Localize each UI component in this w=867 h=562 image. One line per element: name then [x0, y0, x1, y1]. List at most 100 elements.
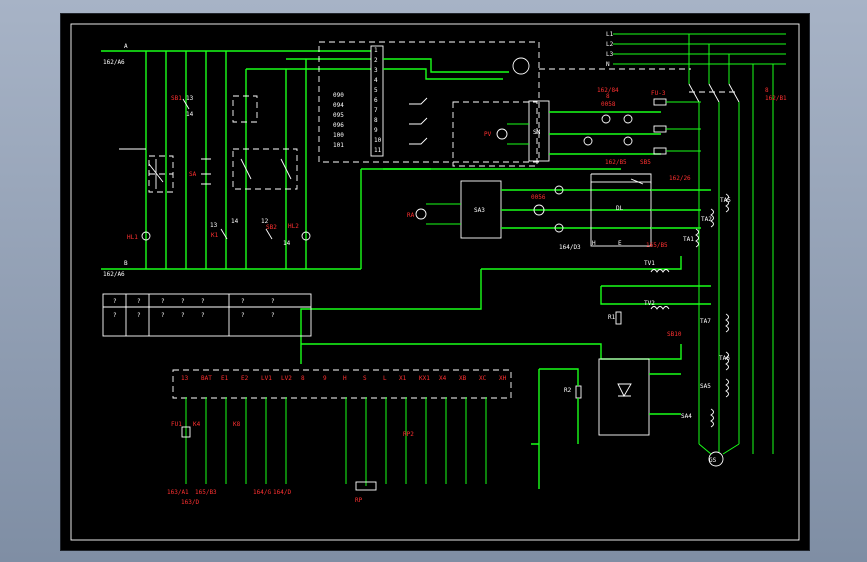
- mains-label-l2: L2: [606, 41, 614, 48]
- mains-lines: L1 L2 L3 N: [606, 31, 786, 454]
- table-cell: ?: [181, 312, 185, 319]
- label-tv1: TV1: [644, 260, 655, 267]
- terminal-number: 6: [374, 97, 378, 104]
- ref-162-b5: 162/B5: [605, 159, 627, 166]
- label-ta1: TA1: [683, 236, 694, 243]
- label-gs: GS: [709, 457, 717, 464]
- label-r1: R1: [608, 314, 616, 321]
- label-pv: PV: [484, 131, 492, 138]
- label-sb2: SB2: [266, 224, 277, 231]
- table-cell: ?: [137, 312, 141, 319]
- bus-label-a: A: [124, 43, 128, 50]
- bottom-terminal-right: S: [363, 375, 367, 382]
- bottom-terminal-right: XC: [479, 375, 487, 382]
- label-sb1: SB1: [171, 95, 182, 102]
- ref-sb5: SB5: [640, 159, 651, 166]
- bus-ref-top: 162/A6: [103, 59, 125, 66]
- bottom-terminal-right: X1: [399, 375, 407, 382]
- ref-162-84-n: 8: [606, 93, 610, 100]
- label-ra: RA: [407, 212, 415, 219]
- terminal-number: 4: [374, 77, 378, 84]
- label-ta2: TA2: [701, 216, 712, 223]
- ref-162-84: 162/84: [597, 87, 619, 94]
- bottom-terminal-left: E1: [221, 375, 229, 382]
- label-ta6: TA6: [719, 355, 730, 362]
- bus-ref-bottom: 162/A6: [103, 271, 125, 278]
- label-fu1: FU1: [171, 421, 182, 428]
- terminal-side-label: 090: [333, 92, 344, 99]
- legend-table: ??????????????: [102, 293, 312, 337]
- mains-label-l1: L1: [606, 31, 614, 38]
- bottom-terminal-left: BAT: [201, 375, 212, 382]
- terminal-side-label: 100: [333, 132, 344, 139]
- label-e: E: [618, 240, 622, 247]
- label-n14: 14: [283, 240, 291, 247]
- ref-165-b5: 165/B5: [646, 242, 668, 249]
- label-k4: K4: [193, 421, 201, 428]
- label-sm: SM: [533, 129, 541, 136]
- bottom-terminal-right: H: [343, 375, 347, 382]
- label-ta5: TA5: [720, 197, 731, 204]
- label-sb10: SB10: [667, 331, 682, 338]
- bus-label-b: B: [124, 260, 128, 267]
- ref-165-b3: 165/B3: [195, 489, 217, 496]
- left-devices: SB1 13 14 SA HL1 K1 13 14 SB2 12 14 HL2: [119, 95, 311, 247]
- terminal-number: 11: [374, 147, 382, 154]
- terminal-number: 5: [374, 87, 378, 94]
- bottom-terminal-left: 13: [181, 375, 189, 382]
- right-devices: TA5 TA2 TA1 TV1 TV2 R1 SB10 TA7 TA6 SA5 …: [300, 87, 787, 489]
- bottom-terminal-left: LV2: [281, 375, 292, 382]
- terminal-number: 7: [374, 107, 378, 114]
- label-k8: K8: [233, 421, 241, 428]
- label-sb1-no: 13: [186, 95, 194, 102]
- ref-163-a1: 163/A1: [167, 489, 189, 496]
- label-hl2: HL2: [288, 223, 299, 230]
- label-fu3: FU-3: [651, 90, 666, 97]
- table-cell: ?: [113, 312, 117, 319]
- bottom-terminal-right: XB: [459, 375, 467, 382]
- drawing-sheet[interactable]: L1 L2 L3 N A 162/A6 B 162/A6: [60, 13, 810, 551]
- schematic-drawing: L1 L2 L3 N A 162/A6 B 162/A6: [70, 23, 800, 541]
- ref-0058: 0058: [601, 101, 616, 108]
- label-ta7: TA7: [700, 318, 711, 325]
- ref-162-26: 162/26: [669, 175, 691, 182]
- bottom-terminal-left: LV1: [261, 375, 272, 382]
- terminal-number: 10: [374, 137, 382, 144]
- table-cell: ?: [201, 312, 205, 319]
- bottom-terminal-left: E2: [241, 375, 249, 382]
- meter-area: SM PV 162/84 8 0058 FU-3 162/B5 SB5 162/…: [383, 87, 711, 251]
- ref-right-n: 8: [765, 87, 769, 94]
- terminal-number: 2: [374, 57, 378, 64]
- table-cell: ?: [113, 298, 117, 305]
- label-sa: SA: [189, 171, 197, 178]
- ref-163-d: 163/D: [181, 499, 199, 506]
- ref-164-g: 164/G: [253, 489, 271, 496]
- bottom-terminal-left: 8: [301, 375, 305, 382]
- label-n12: 12: [261, 218, 269, 225]
- table-cell: ?: [271, 312, 275, 319]
- drawing-frame: [70, 23, 800, 541]
- label-k1-n2: 14: [231, 218, 239, 225]
- label-sa5: SA5: [700, 383, 711, 390]
- label-rp: RP: [355, 497, 363, 504]
- table-cell: ?: [137, 298, 141, 305]
- terminal-number: 3: [374, 67, 378, 74]
- bottom-terminal-right: KX1: [419, 375, 430, 382]
- label-h: H: [592, 240, 596, 247]
- label-hl1: HL1: [127, 234, 138, 241]
- terminal-number: 9: [374, 127, 378, 134]
- main-breaker[interactable]: [688, 83, 740, 444]
- table-cell: ?: [181, 298, 185, 305]
- bottom-terminal-right: XH: [499, 375, 507, 382]
- terminal-side-label: 101: [333, 142, 344, 149]
- ref-right: 162/B1: [765, 95, 787, 102]
- ref-0056: 0056: [531, 194, 546, 201]
- label-k1-n1: 13: [210, 222, 218, 229]
- label-sa3: SA3: [474, 207, 485, 214]
- bottom-terminal-right: X4: [439, 375, 447, 382]
- terminal-side-label: 096: [333, 122, 344, 129]
- ref-164-d: 164/D: [273, 489, 291, 496]
- ref-164-d3: 164/D3: [559, 244, 581, 251]
